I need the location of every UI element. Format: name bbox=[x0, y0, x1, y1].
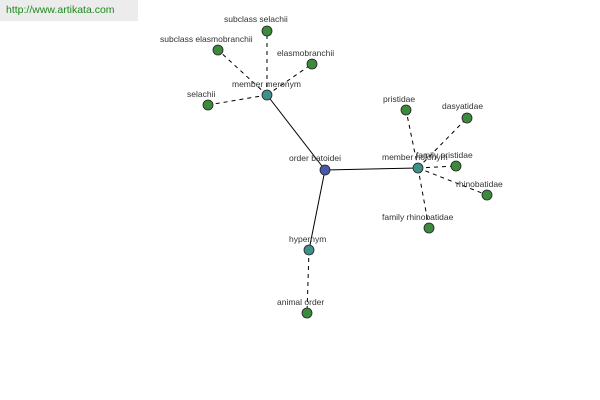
edge-holonym-dasyatidae bbox=[417, 117, 468, 169]
label-hypernym: hypernym bbox=[289, 234, 326, 244]
node-family-pristidae[interactable] bbox=[450, 160, 462, 172]
label-subclass-elasmobranchii: subclass elasmobranchii bbox=[160, 34, 253, 44]
node-animal-order[interactable] bbox=[301, 307, 313, 319]
node-family-rhinobatidae[interactable] bbox=[423, 222, 435, 234]
label-family-pristidae: family pristidae bbox=[416, 150, 473, 160]
edge-meronym-elasmobranchii bbox=[266, 63, 313, 96]
node-elasmobranchii[interactable] bbox=[306, 58, 318, 70]
label-root: order batoidei bbox=[289, 153, 341, 163]
label-subclass-selachii: subclass selachii bbox=[224, 14, 288, 24]
label-rhinobatidae: rhinobatidae bbox=[456, 179, 503, 189]
node-subclass-selachii[interactable] bbox=[261, 25, 273, 37]
edge-root-member-holonym bbox=[324, 167, 419, 171]
edge-hypernym-animal-order bbox=[306, 249, 310, 314]
node-member-holonym[interactable] bbox=[412, 162, 424, 174]
label-elasmobranchii: elasmobranchii bbox=[277, 48, 334, 58]
node-member-meronym[interactable] bbox=[261, 89, 273, 101]
node-subclass-elasmobranchii[interactable] bbox=[212, 44, 224, 56]
edge-holonym-family-pristidae bbox=[417, 165, 457, 169]
label-member-holonym: member holonym bbox=[382, 152, 448, 162]
edge-root-hypernym bbox=[308, 169, 326, 251]
edge-meronym-subclass-elasmobranchii bbox=[217, 49, 268, 96]
node-pristidae[interactable] bbox=[400, 104, 412, 116]
node-dasyatidae[interactable] bbox=[461, 112, 473, 124]
label-member-meronym: member meronym bbox=[232, 79, 301, 89]
label-family-rhinobatidae: family rhinobatidae bbox=[382, 212, 454, 222]
edge-holonym-pristidae bbox=[405, 109, 419, 169]
edge-holonym-family-rhinobatidae bbox=[417, 167, 430, 229]
watermark-url[interactable]: http://www.artikata.com bbox=[0, 0, 138, 21]
label-selachii: selachii bbox=[187, 89, 215, 99]
label-pristidae: pristidae bbox=[383, 94, 415, 104]
edge-root-member-meronym bbox=[266, 94, 326, 171]
label-dasyatidae: dasyatidae bbox=[442, 101, 483, 111]
node-selachii[interactable] bbox=[202, 99, 214, 111]
label-animal-order: animal order bbox=[277, 297, 324, 307]
node-hypernym[interactable] bbox=[303, 244, 315, 256]
node-rhinobatidae[interactable] bbox=[481, 189, 493, 201]
edge-meronym-selachii bbox=[207, 94, 268, 106]
node-root[interactable] bbox=[319, 164, 331, 176]
